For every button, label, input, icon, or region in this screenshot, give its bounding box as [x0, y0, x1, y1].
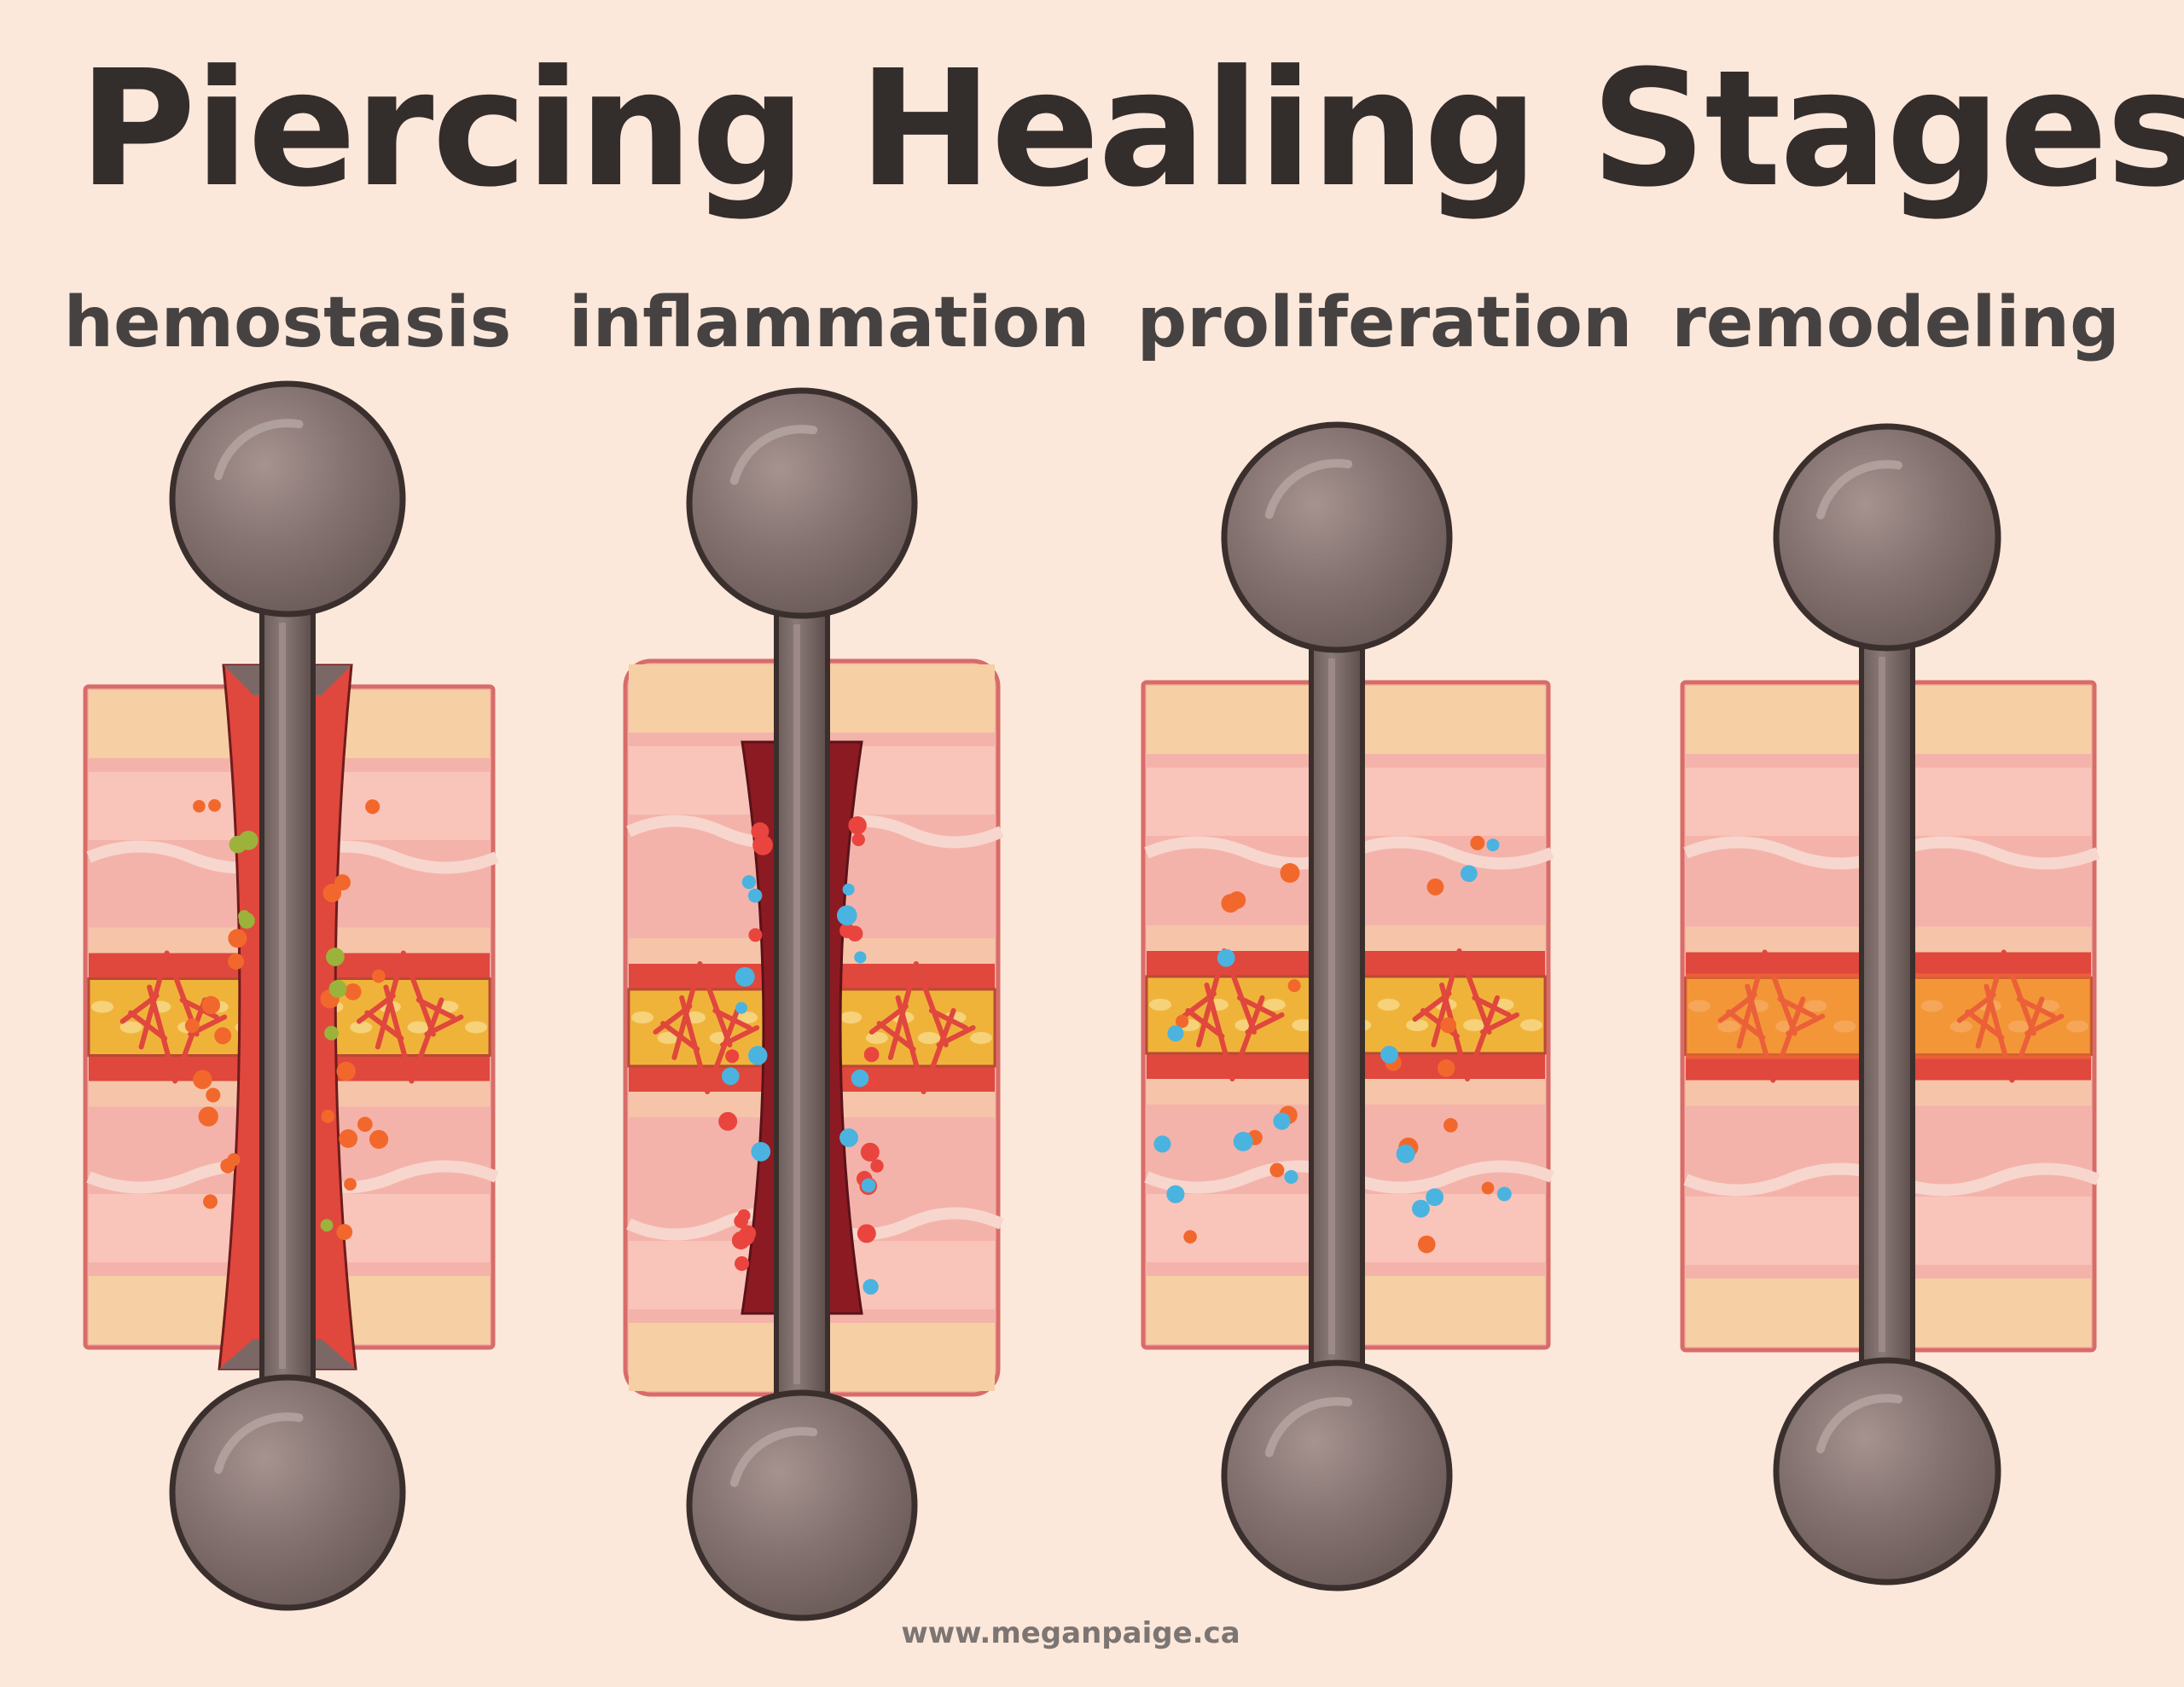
stage-illustration-hemostasis	[83, 380, 499, 1611]
stage-illustration-proliferation	[1141, 421, 1554, 1591]
stage-label-inflammation: inflammation	[568, 282, 1090, 363]
stage-label-hemostasis: hemostasis	[63, 282, 512, 363]
stage-illustration-inflammation	[623, 387, 1004, 1621]
page-title: Piercing Healing Stages	[78, 36, 2184, 223]
stage-label-remodeling: remodeling	[1671, 282, 2120, 363]
stage-illustration-remodeling	[1680, 423, 2100, 1586]
website-footer: www.meganpaige.ca	[901, 1616, 1240, 1650]
stage-label-proliferation: proliferation	[1136, 282, 1633, 363]
